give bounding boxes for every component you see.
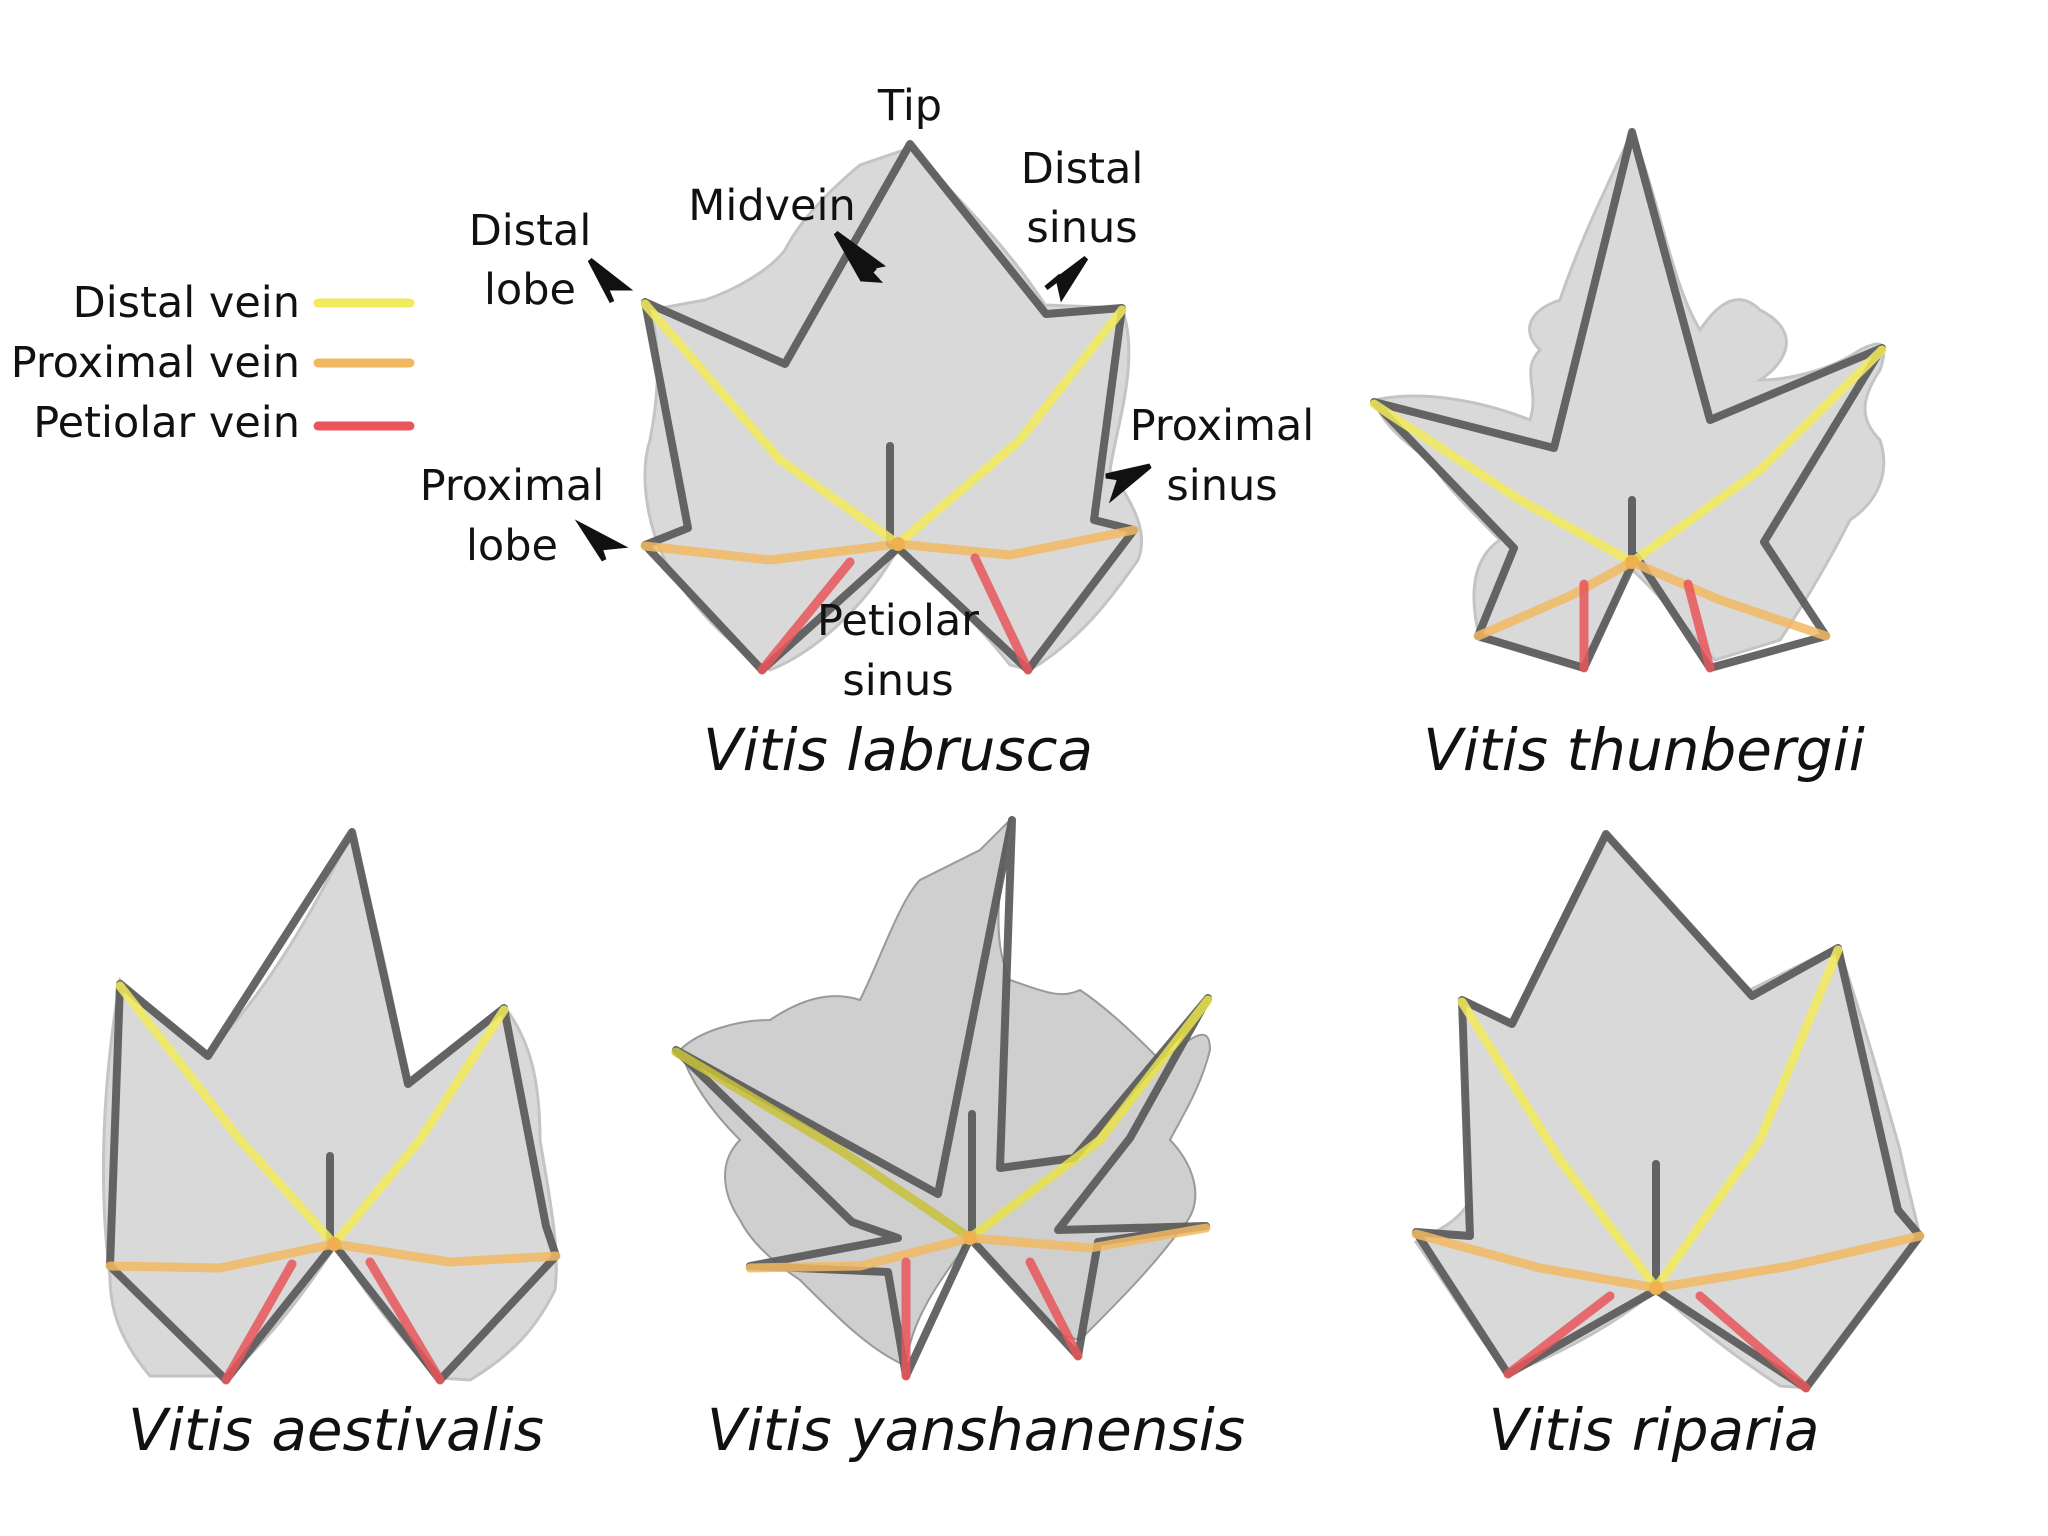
petiolar-vein-left: [221, 1259, 297, 1385]
annotations: Tip Midvein Distal sinus Distal lobe Pro…: [420, 81, 1314, 706]
arrow-proximal-lobe: [574, 519, 629, 562]
proximal-vein-left: [745, 1233, 975, 1273]
label-proximal-sinus-line1: Proximal: [1130, 401, 1314, 451]
proximal-vein-left: [640, 539, 903, 565]
leaf-vitis-riparia: [1411, 830, 1925, 1393]
distal-vein-right: [893, 305, 1127, 549]
legend-label-petiolar-vein: Petiolar vein: [33, 398, 300, 448]
petiolar-vein-right: [1025, 1257, 1083, 1361]
label-proximal-lobe-line2: lobe: [466, 521, 558, 571]
petiole-junction: [1625, 555, 1639, 569]
distal-vein-left: [671, 1047, 975, 1243]
species-name-riparia: Vitis riparia: [1488, 1396, 1819, 1464]
petiolar-vein-left: [1503, 1291, 1615, 1379]
distal-vein-left: [640, 299, 903, 549]
label-distal-sinus-line1: Distal: [1021, 144, 1144, 194]
arrow-proximal-sinus: [1105, 463, 1152, 504]
arrow-distal-lobe: [587, 258, 634, 304]
label-tip: Tip: [877, 81, 942, 131]
label-distal-sinus-line2: sinus: [1026, 203, 1137, 253]
distal-vein-left: [1457, 997, 1661, 1293]
petiolar-vein-right: [1683, 579, 1715, 673]
proximal-vein-left: [1473, 557, 1637, 641]
legend-label-distal-vein: Distal vein: [73, 278, 300, 328]
species-name-yanshanensis: Vitis yanshanensis: [707, 1396, 1245, 1464]
legend-label-proximal-vein: Proximal vein: [11, 338, 300, 388]
leaf-silhouette: [101, 827, 558, 1382]
petiolar-vein-right: [970, 553, 1033, 675]
leaf-vitis-thunbergii: [1369, 128, 1887, 673]
distal-vein-right: [965, 995, 1213, 1243]
petiole-junction: [327, 1237, 341, 1251]
label-petiolar-sinus-line2: sinus: [842, 656, 953, 706]
petiolar-vein-left: [757, 557, 855, 675]
label-proximal-sinus-line2: sinus: [1166, 461, 1277, 511]
arrow-distal-sinus: [1044, 256, 1089, 303]
proximal-vein-right: [1651, 1231, 1925, 1293]
proximal-vein-left: [105, 1239, 339, 1273]
petiole-junction: [891, 537, 905, 551]
proximal-vein-right: [893, 525, 1139, 560]
legend: Distal vein Proximal vein Petiolar vein: [11, 278, 415, 448]
distal-vein-right: [1627, 345, 1887, 567]
distal-vein-left: [115, 981, 339, 1249]
leaf-vitis-yanshanensis: [671, 816, 1213, 1381]
petiole-junction: [1649, 1281, 1663, 1295]
proximal-vein-right: [1627, 557, 1831, 641]
proximal-vein-right: [329, 1239, 561, 1267]
label-proximal-lobe-line1: Proximal: [420, 461, 604, 511]
petiolar-vein-right: [365, 1257, 445, 1385]
leaf-silhouette: [1373, 128, 1886, 667]
leaf-skeleton: [106, 828, 560, 1384]
proximal-vein-right: [965, 1223, 1211, 1253]
species-name-labrusca: Vitis labrusca: [703, 716, 1093, 784]
species-name-thunbergii: Vitis thunbergii: [1423, 716, 1865, 784]
leaf-vitis-labrusca: [640, 140, 1144, 675]
petiolar-vein-right: [1695, 1291, 1811, 1393]
label-petiolar-sinus-line1: Petiolar: [817, 596, 979, 646]
proximal-vein-left: [1411, 1229, 1661, 1293]
leaf-vitis-aestivalis: [101, 827, 561, 1385]
label-distal-lobe-line2: lobe: [484, 265, 576, 315]
distal-vein-left: [1369, 399, 1637, 567]
label-midvein: Midvein: [688, 181, 855, 231]
label-distal-lobe-line1: Distal: [469, 206, 592, 256]
species-name-aestivalis: Vitis aestivalis: [128, 1396, 544, 1464]
distal-vein-right: [1651, 945, 1843, 1293]
petiole-junction: [963, 1231, 977, 1245]
distal-vein-right: [329, 1005, 509, 1249]
leaf-silhouette: [1413, 831, 1922, 1390]
